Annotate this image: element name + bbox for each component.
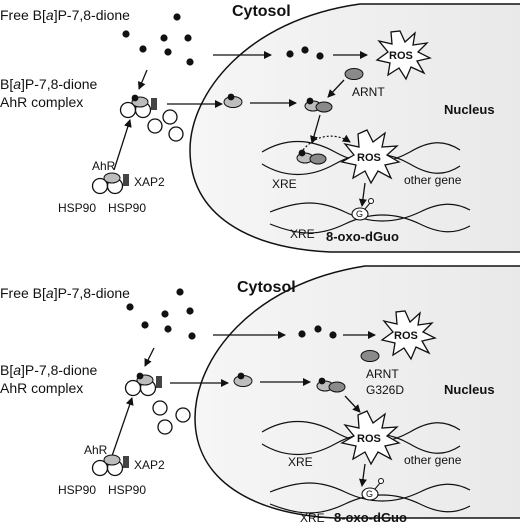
hsp90-label-a: HSP90	[58, 201, 96, 215]
arnt-mutant	[360, 350, 380, 362]
arrow-assembly	[113, 119, 132, 171]
g-label: G	[356, 209, 363, 219]
ahr-nuclear	[223, 93, 243, 108]
complex-label-line2-2: AhR complex	[0, 380, 83, 396]
arrow-binding	[138, 69, 148, 90]
ros-label-3: ROS	[394, 330, 418, 342]
arrow-dashed-ros	[302, 134, 351, 151]
free-hsp90	[147, 109, 184, 142]
xap2-label: XAP2	[134, 175, 165, 189]
xre-label: XRE	[272, 177, 297, 191]
xre-label-2: XRE	[288, 455, 313, 469]
ahr-complex	[119, 94, 157, 119]
hsp90-label-b: HSP90	[108, 201, 146, 215]
dna-8-oxo: G	[269, 198, 471, 234]
panel-top: Cytosol Nucleus Free B[a]P-7,8-dione B[a…	[0, 3, 520, 253]
ros-burst-1: ROS	[375, 30, 432, 81]
g-label-2: G	[366, 489, 373, 499]
ahr-arnt-mutant-dimer	[316, 377, 346, 393]
arrow-binding-2	[144, 347, 155, 367]
complex-label-line2: AhR complex	[0, 94, 83, 110]
arrow-assembly-2	[111, 397, 134, 457]
complex-label-line1-2: B[a]P-7,8-dione	[0, 362, 98, 378]
arnt-free	[344, 68, 364, 80]
ros-label-2: ROS	[357, 152, 381, 164]
oxo-dguo-label: 8-oxo-dGuo	[326, 229, 399, 244]
other-gene-label-2: other gene	[404, 453, 462, 467]
cytosol-label-2: Cytosol	[237, 279, 296, 296]
dna-8-oxo-2: G	[269, 478, 471, 514]
ros-burst-4: ROS	[340, 410, 401, 466]
ahr-arnt-heterodimer	[304, 97, 333, 113]
ahr-unbound-complex-2	[91, 454, 129, 477]
arnt-label-2: ARNT	[366, 367, 399, 381]
free-dione-label: Free B[a]P-7,8-dione	[0, 7, 130, 23]
ahr-label: AhR	[92, 159, 116, 173]
arrow-to-xre	[310, 114, 321, 144]
hsp90-label-a-2: HSP90	[58, 483, 96, 497]
xap2-label-2: XAP2	[134, 458, 165, 472]
free-dione-dots	[122, 13, 194, 66]
ros-label-1: ROS	[389, 50, 413, 62]
free-dione-label-2: Free B[a]P-7,8-dione	[0, 285, 130, 301]
nucleus-label-2: Nucleus	[444, 382, 495, 397]
free-hsp90-2	[152, 400, 191, 435]
nucleus-membrane	[189, 3, 520, 253]
oxo-dguo-label-2: 8-oxo-dGuo	[334, 510, 407, 525]
nuclear-dione-dots-2	[298, 325, 337, 339]
other-gene-label: other gene	[404, 173, 462, 187]
arrow-oxidation	[358, 182, 367, 207]
xre2-label-2: XRE	[300, 511, 325, 525]
nucleus-membrane-2	[194, 265, 520, 519]
ros-burst-3: ROS	[380, 310, 437, 361]
ahr-unbound-complex	[91, 172, 129, 195]
complex-label-line1: B[a]P-7,8-dione	[0, 76, 98, 92]
arrow-arnt-join	[327, 79, 345, 98]
heterodimer-on-dna	[296, 149, 327, 165]
ros-label-4: ROS	[357, 433, 381, 445]
free-dione-dots-2	[126, 288, 196, 340]
hsp90-label-b-2: HSP90	[108, 483, 146, 497]
cytosol-label: Cytosol	[232, 3, 291, 20]
nuclear-dione-dots	[286, 46, 324, 60]
arnt-mutant-label: G326D	[366, 383, 404, 397]
xre2-label: XRE	[290, 227, 315, 241]
arrow-to-ros-2	[344, 395, 361, 413]
arrow-oxidation-2	[358, 463, 367, 487]
panel-bottom: Cytosol Nucleus Free B[a]P-7,8-dione B[a…	[0, 265, 520, 525]
ros-burst-2: ROS	[340, 129, 401, 185]
nucleus-label: Nucleus	[444, 102, 495, 117]
arnt-label: ARNT	[352, 85, 385, 99]
ahr-complex-2	[124, 372, 162, 397]
ahr-nuclear-2	[233, 372, 253, 387]
ahr-label-2: AhR	[84, 443, 108, 457]
